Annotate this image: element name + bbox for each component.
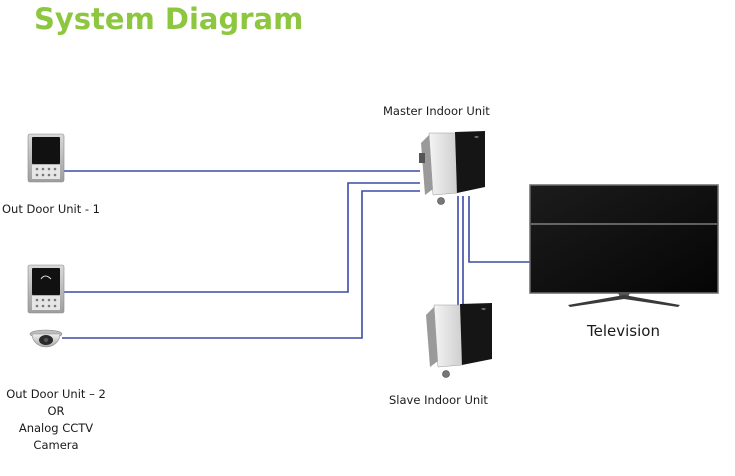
label-outdoor-unit-2-line2: OR <box>47 404 65 418</box>
master-indoor-unit: ≈ <box>419 131 485 205</box>
label-outdoor-unit-1: Out Door Unit - 1 <box>2 202 101 216</box>
indoor-monitor-icon: ≈ <box>419 131 485 205</box>
wires <box>60 170 533 339</box>
label-master-indoor-unit: Master Indoor Unit <box>383 104 490 118</box>
label-slave-indoor-unit: Slave Indoor Unit <box>389 393 488 407</box>
label-outdoor-unit-2-line1: Out Door Unit – 2 <box>6 387 106 401</box>
television-icon <box>529 184 719 307</box>
outdoor-unit-1 <box>27 133 65 183</box>
door-station-icon <box>27 264 65 314</box>
label-television: Television <box>587 322 660 340</box>
label-outdoor-unit-2-line3: Analog CCTV <box>18 421 94 435</box>
svg-text:≈: ≈ <box>481 306 486 313</box>
indoor-monitor-icon: ≈ <box>426 303 492 378</box>
wire-camera-master <box>62 190 420 339</box>
label-outdoor-unit-2: Out Door Unit – 2 OR Analog CCTV Camera <box>2 387 110 452</box>
television <box>529 184 719 307</box>
dome-camera-icon <box>29 329 63 348</box>
analog-cctv-camera <box>29 329 63 348</box>
outdoor-unit-2 <box>27 264 65 314</box>
slave-indoor-unit: ≈ <box>426 303 492 378</box>
door-station-icon <box>27 133 65 183</box>
wire-outdoor2-master <box>62 182 420 293</box>
page-title: System Diagram <box>34 2 304 36</box>
svg-text:≈: ≈ <box>474 134 479 141</box>
label-outdoor-unit-2-line4: Camera <box>33 438 79 452</box>
wire-master-tv <box>468 196 533 263</box>
